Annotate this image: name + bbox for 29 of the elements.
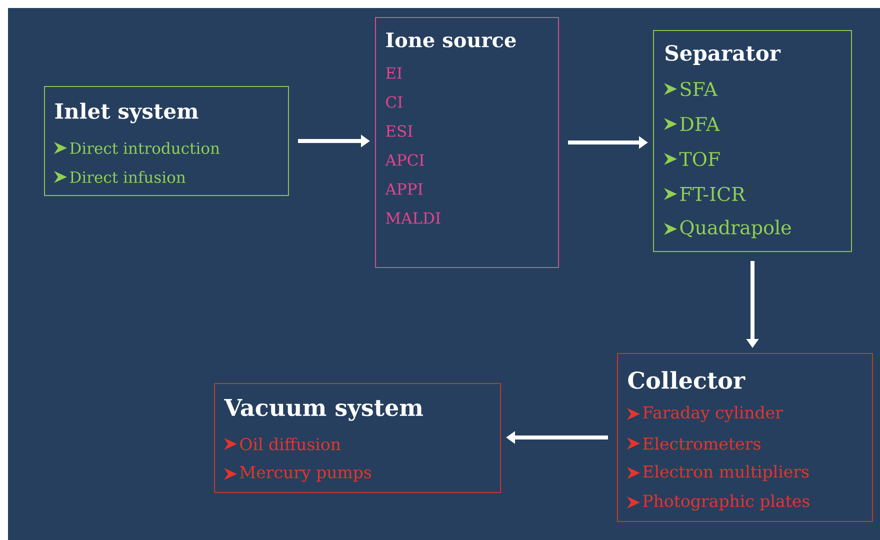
box-heading: Inlet system xyxy=(55,102,198,124)
box-heading: Separator xyxy=(666,45,781,65)
list-item: Electrometers xyxy=(643,437,760,450)
list-item: Faraday cylinder xyxy=(643,406,784,422)
list-item: Photographic plates xyxy=(643,494,810,511)
list-item: MALDI xyxy=(386,212,440,224)
list-item: CI xyxy=(386,96,402,108)
box-heading: Vacuum system xyxy=(224,399,423,421)
box-heading: Ione source xyxy=(386,32,516,48)
list-item: Electron multipliers xyxy=(643,465,809,481)
process-box xyxy=(617,353,873,522)
list-item: Mercury pumps xyxy=(240,466,372,482)
box-heading: Collector xyxy=(628,371,746,389)
list-item: SFA xyxy=(680,82,718,96)
list-item: Direct introduction xyxy=(70,142,220,154)
list-item: Direct infusion xyxy=(70,171,186,183)
list-item: Quadrapole xyxy=(680,220,791,238)
list-item: TOF xyxy=(679,152,720,166)
process-box xyxy=(44,86,289,196)
process-box xyxy=(214,383,501,493)
process-box xyxy=(653,30,852,252)
list-item: EI xyxy=(386,67,402,79)
list-item: Oil diffusion xyxy=(240,438,341,450)
list-item: APPI xyxy=(385,183,423,195)
list-item: APCI xyxy=(385,154,424,166)
list-item: ESI xyxy=(386,125,412,137)
process-box xyxy=(375,17,559,268)
list-item: FT-ICR xyxy=(680,186,746,202)
list-item: DFA xyxy=(680,117,720,131)
